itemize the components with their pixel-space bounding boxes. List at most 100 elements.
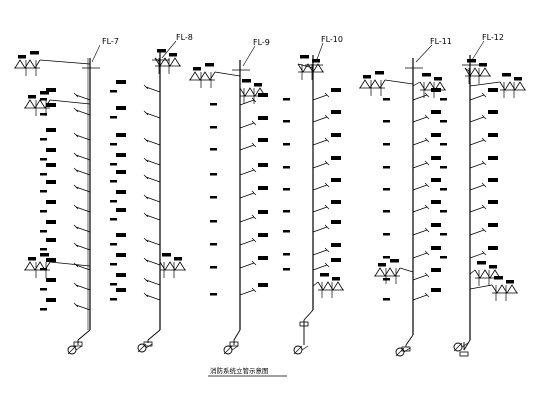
base-pipe xyxy=(405,334,414,346)
branch-pipe xyxy=(312,264,328,271)
branch-pipe xyxy=(239,239,255,246)
fixture-tag xyxy=(174,257,182,261)
fixture-tag xyxy=(242,79,251,83)
fixture-tag xyxy=(489,265,497,269)
floor-mark xyxy=(40,210,47,213)
branch-valve xyxy=(73,132,79,138)
branch-valve xyxy=(143,292,149,298)
fixture-link xyxy=(312,281,319,287)
floor-tag xyxy=(431,178,441,182)
floor-tag xyxy=(116,208,126,212)
branch-pipe xyxy=(469,229,485,236)
floor-tag xyxy=(46,128,56,132)
branch-valve xyxy=(424,204,430,210)
branch-valve xyxy=(251,260,257,266)
floor-tag xyxy=(331,178,341,182)
branch-pipe xyxy=(145,279,161,286)
floor-tag xyxy=(331,200,341,204)
floor-mark xyxy=(210,126,217,129)
floor-tag xyxy=(46,298,56,302)
branch-valve xyxy=(324,182,330,188)
branch-valve xyxy=(143,212,149,218)
floor-tag xyxy=(431,200,441,204)
riser-9 xyxy=(189,45,268,355)
branch-valve xyxy=(143,137,149,143)
branch-pipe xyxy=(145,196,161,203)
branch-valve xyxy=(73,107,79,113)
valve-icon-stroke xyxy=(137,343,147,353)
fixture-link xyxy=(469,284,493,290)
floor-tag xyxy=(431,110,441,114)
branch-pipe xyxy=(239,192,255,199)
floor-tag xyxy=(46,88,56,92)
floor-tag xyxy=(331,133,341,137)
riser-7 xyxy=(14,44,101,355)
branch-valve xyxy=(424,292,430,298)
branch-valve xyxy=(73,184,79,190)
floor-mark xyxy=(40,98,47,101)
label-leader xyxy=(415,44,433,63)
floor-mark xyxy=(210,220,217,223)
floor-mark xyxy=(210,243,217,246)
branch-valve xyxy=(251,167,257,173)
branch-pipe xyxy=(239,289,255,296)
valve-icon-stroke xyxy=(223,345,233,355)
branch-pipe xyxy=(312,162,328,169)
fixture-tag xyxy=(40,253,49,257)
valve-icon-stroke xyxy=(395,347,405,357)
floor-mark xyxy=(283,188,290,191)
fixture-tag xyxy=(312,59,320,63)
floor-mark xyxy=(40,190,47,193)
fixture-tag xyxy=(363,75,371,79)
floor-mark xyxy=(110,218,117,221)
riser-label-fl-9: FL-9 xyxy=(253,38,270,47)
floor-mark xyxy=(110,163,117,166)
fixture-tag xyxy=(162,253,171,257)
branch-pipe xyxy=(469,94,485,101)
floor-mark xyxy=(110,298,117,301)
branch-valve xyxy=(424,160,430,166)
valve-icon-handle xyxy=(75,345,83,351)
fixture-link xyxy=(399,267,414,273)
branch-valve xyxy=(251,214,257,220)
branch-valve xyxy=(424,227,430,233)
branch-valve xyxy=(251,120,257,126)
branch-valve xyxy=(73,262,79,268)
floor-tag xyxy=(488,110,498,114)
branch-valve xyxy=(73,204,79,210)
floor-tag xyxy=(116,106,126,110)
floor-tag xyxy=(431,288,441,292)
branch-pipe xyxy=(145,176,161,183)
branch-pipe xyxy=(469,139,485,146)
floor-tag xyxy=(46,258,56,262)
branch-pipe xyxy=(412,139,428,146)
floor-mark xyxy=(110,143,117,146)
branch-valve xyxy=(251,287,257,293)
fixture-tag xyxy=(169,53,177,57)
branch-pipe xyxy=(75,186,91,193)
branch-valve xyxy=(143,194,149,200)
branch-pipe xyxy=(239,216,255,223)
branch-pipe xyxy=(312,206,328,213)
floor-mark xyxy=(383,143,390,146)
floor-mark xyxy=(383,188,390,191)
branch-pipe xyxy=(412,252,428,259)
fixture-link xyxy=(469,81,501,87)
riser-8 xyxy=(110,40,186,353)
floor-tag xyxy=(258,138,268,142)
floor-tag xyxy=(116,288,126,292)
branch-valve xyxy=(143,174,149,180)
floor-mark xyxy=(440,120,447,123)
fixture-tag xyxy=(422,73,431,77)
riser-label-fl-8: FL-8 xyxy=(176,33,193,42)
floor-tag xyxy=(331,243,341,247)
branch-pipe xyxy=(412,116,428,123)
valve-icon-stroke xyxy=(67,345,77,355)
fixture-link xyxy=(39,59,91,65)
branch-valve xyxy=(324,114,330,120)
branch-pipe xyxy=(75,134,91,141)
floor-mark xyxy=(40,173,47,176)
branch-pipe xyxy=(75,284,91,291)
floor-mark xyxy=(383,233,390,236)
floor-tag xyxy=(488,178,498,182)
